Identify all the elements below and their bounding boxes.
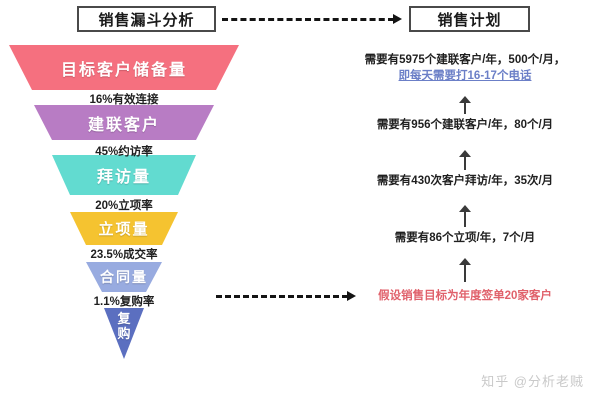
plan-row-4: 需要有86个立项/年，7个/月 [330,230,600,246]
funnel-stage-label: 建联客户 [87,116,160,134]
funnel-graphic: 目标客户储备量建联客户拜访量立项量合同量复购 16%有效连接 45%约访率 20%立项… [0,40,330,390]
arrow-up-icon-1 [458,96,472,114]
plan-row-3: 需要有430次客户拜访/年，35次/月 [330,173,600,189]
plan-row-line2-highlight: 即每天需要打16-17个电话 [398,70,532,82]
funnel-stage-6: 复购 [104,308,144,359]
sales-goal-text: 假设销售目标为年度签单20家客户 [378,290,552,302]
arrow-head [459,205,471,212]
funnel-stage-label: 立项量 [98,221,150,238]
funnel-stage-1: 目标客户储备量 [9,45,239,90]
arrow-shaft [464,262,466,282]
arrow-head [459,150,471,157]
right-title-box: 销售计划 [409,6,530,32]
watermark: 知乎 @分析老贼 [481,374,584,389]
arrow-head [347,291,356,301]
plan-row-line1: 需要有430次客户拜访/年，35次/月 [376,175,554,187]
arrow-shaft [464,209,466,227]
plan-row-2: 需要有956个建联客户/年，80个/月 [330,117,600,133]
right-title-label: 销售计划 [437,11,502,29]
top-dashed-arrow-icon [222,13,402,25]
arrow-shaft [464,154,466,170]
arrow-up-icon-4 [458,258,472,282]
funnel-stage-3: 拜访量 [52,155,196,195]
arrow-up-icon-3 [458,205,472,227]
funnel-stage-label: 合同量 [100,269,148,285]
dashed-line [222,17,394,21]
conversion-rate-2: 45%约访率 [95,146,153,158]
conversion-rate-1: 16%有效连接 [89,94,159,106]
funnel-stage-4: 立项量 [70,212,178,245]
funnel-stage-label-char: 复 [117,311,131,326]
plan-row-line1: 需要有5975个建联客户/年，500个/月， [364,54,566,66]
funnel-stage-2: 建联客户 [34,105,214,140]
left-title-box: 销售漏斗分析 [77,6,216,32]
conversion-rate-5: 1.1%复购率 [93,296,155,308]
arrow-up-icon-2 [458,150,472,170]
conversion-rate-3: 20%立项率 [95,200,153,212]
arrow-shaft [464,100,466,114]
funnel-stage-label-char: 购 [117,326,131,341]
funnel-stage-5: 合同量 [86,262,162,292]
plan-row-1: 需要有5975个建联客户/年，500个/月， 即每天需要打16-17个电话 [330,52,600,84]
plan-row-line1: 需要有86个立项/年，7个/月 [394,232,536,244]
bottom-dashed-arrow-icon [216,290,356,302]
arrow-head [459,258,471,265]
dashed-line [216,294,348,298]
funnel-stage-label: 拜访量 [96,169,151,186]
plan-row-line1: 需要有956个建联客户/年，80个/月 [376,119,554,131]
left-title-label: 销售漏斗分析 [98,11,195,29]
arrow-head [459,96,471,103]
arrow-head [393,14,402,24]
funnel-stage-label: 目标客户储备量 [60,61,187,79]
conversion-rate-4: 23.5%成交率 [90,249,158,261]
